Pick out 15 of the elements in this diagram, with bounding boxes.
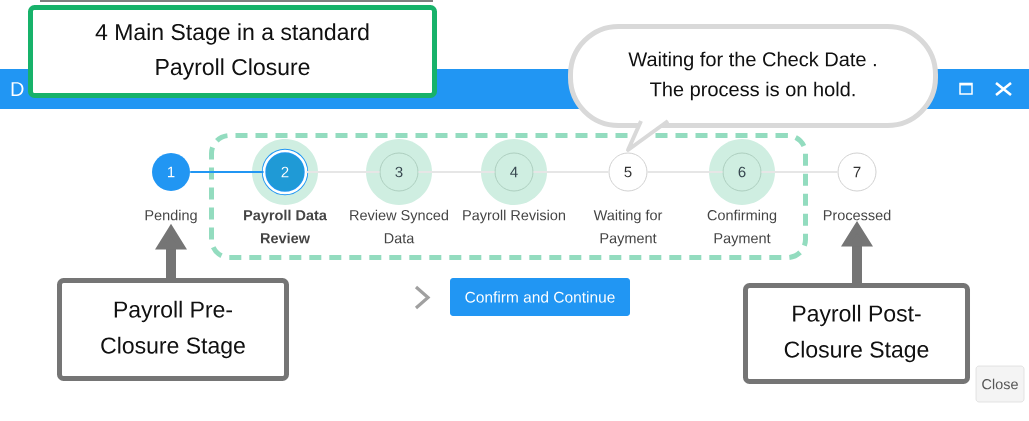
step-label: Payroll Data Review (244, 209, 327, 244)
step-label: Waiting for Payment (593, 209, 663, 247)
step-label: Confirming Payment (707, 209, 777, 247)
callout-box: Payroll Post-Closure Stage (743, 283, 970, 384)
button: Close (975, 365, 1025, 403)
step-label: Processed (823, 209, 891, 221)
button: Confirm and Continue (450, 278, 630, 316)
step-label: Pending (145, 209, 197, 224)
callout-box: 4 Main Stage in a standard Payroll Closure (28, 5, 437, 98)
speech-bubble: Waiting for the Check Date . The process is on hold. (568, 24, 938, 152)
dashed-group-box (209, 133, 808, 260)
connector-line (189, 171, 265, 173)
step-label: Review Synced Data (350, 209, 448, 244)
step-label: Payroll Revision (463, 209, 565, 224)
callout-box: Payroll Pre-Closure Stage (57, 278, 289, 381)
